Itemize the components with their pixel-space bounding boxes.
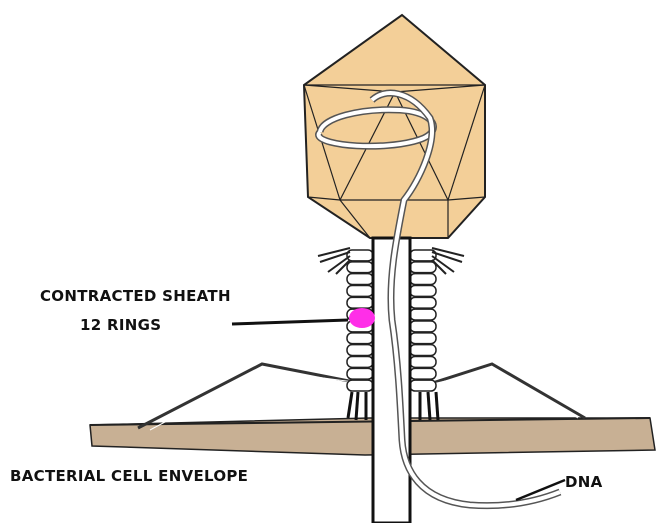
sheath-left-ring: [347, 357, 373, 368]
label-bacterial-cell-envelope: BACTERIAL CELL ENVELOPE: [10, 467, 248, 485]
sheath-right-ring: [410, 250, 436, 261]
sheath-left-ring: [347, 380, 373, 391]
capsid: [304, 15, 485, 238]
sheath-right-ring: [410, 262, 436, 273]
sheath-right-ring: [410, 297, 436, 308]
sheath-left-ring: [347, 250, 373, 261]
sheath-left-ring: [347, 333, 373, 344]
sheath-left-ring: [347, 297, 373, 308]
label-12-rings: 12 RINGS: [80, 316, 161, 334]
tail-fiber-left: [138, 364, 354, 428]
sheath-left-ring: [347, 286, 373, 297]
sheath-right-ring: [410, 286, 436, 297]
highlighted-ring: [349, 308, 375, 328]
rings-pointer: [232, 320, 348, 324]
sheath-right-ring: [410, 333, 436, 344]
sheath-right-ring: [410, 345, 436, 356]
sheath-right-ring: [410, 368, 436, 379]
sheath-left-ring: [347, 262, 373, 273]
label-dna: DNA: [565, 473, 603, 491]
sheath-right-ring: [410, 357, 436, 368]
sheath-right-column: [410, 250, 436, 391]
tail-fiber-right: [420, 364, 585, 418]
sheath-right-ring: [410, 274, 436, 285]
sheath-right-ring: [410, 309, 436, 320]
tail-fiber-right-inner: [420, 370, 578, 418]
sheath-left-ring: [347, 368, 373, 379]
sheath-left-ring: [347, 274, 373, 285]
sheath-left-ring: [347, 345, 373, 356]
sheath-right-ring: [410, 321, 436, 332]
label-contracted-sheath: CONTRACTED SHEATH: [40, 287, 231, 305]
sheath-right-ring: [410, 380, 436, 391]
